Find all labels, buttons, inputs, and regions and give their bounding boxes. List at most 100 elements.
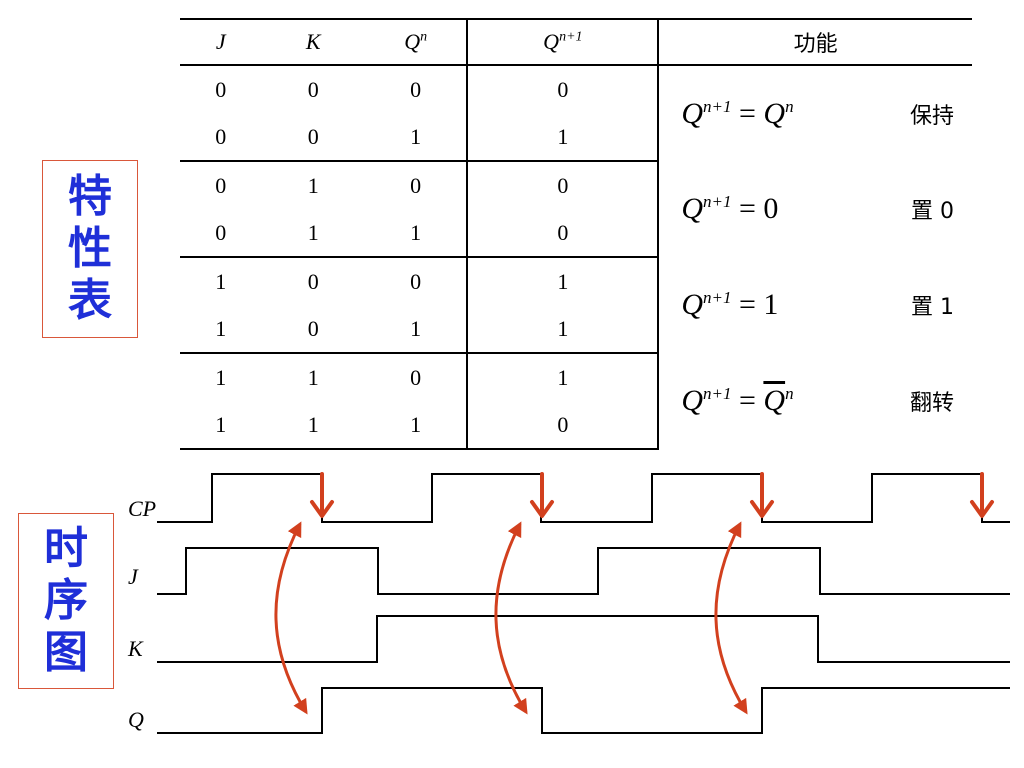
eq-lhs-sup: n+1 (703, 384, 732, 403)
function-name: 保持 (909, 103, 954, 129)
eq-op: = (738, 192, 756, 225)
signal-label-cp: CP (128, 496, 156, 521)
cell-j: 0 (215, 172, 227, 198)
cell-j: 0 (180, 113, 262, 162)
eq-op: = (738, 96, 756, 130)
eq-rhs-sup: n (785, 384, 794, 403)
cell-q: 1 (364, 401, 469, 450)
cell-j: 1 (215, 268, 227, 294)
function-cell: Qn+1 = 1 置 1 (658, 257, 972, 353)
cell-q: 0 (364, 257, 469, 305)
clock-edge-arrow (310, 472, 334, 518)
side-char: 特 (68, 171, 112, 223)
cell-q: 1 (364, 209, 469, 258)
eq-lhs: Q (681, 384, 703, 417)
eq-lhs-sup: n+1 (703, 192, 732, 211)
header-qn-sup: n (420, 29, 428, 45)
function-row: Qn+1 = Qn 翻转 (659, 384, 972, 418)
transition-curve-arrow (274, 521, 308, 715)
transition-curve-arrow (714, 521, 748, 715)
header-qn1: Qn+1 (467, 18, 660, 66)
cell-qn1: 0 (467, 401, 660, 450)
cell-qn1: 1 (467, 305, 660, 354)
function-cell: Qn+1 = Qn 保持 (658, 65, 972, 161)
cell-j: 1 (180, 401, 262, 450)
clock-edge-arrow (970, 472, 994, 518)
eq-lhs: Q (681, 192, 703, 225)
function-name: 置 0 (911, 199, 954, 224)
eq-rhs: 0 (763, 192, 779, 225)
eq-lhs: Q (681, 96, 703, 130)
cell-k: 1 (261, 209, 365, 258)
cell-k: 0 (261, 113, 365, 162)
clock-edge-arrow (530, 472, 554, 518)
waveform-q (157, 687, 1010, 734)
table-header-row: J K Qn Qn+1 功能 (180, 18, 972, 66)
side-char: 表 (68, 274, 112, 326)
eq-rhs: Q (763, 384, 786, 417)
cell-qn1: 1 (467, 257, 660, 305)
function-equation: Qn+1 = Qn (681, 384, 793, 418)
eq-rhs: Q (763, 96, 786, 130)
waveform-cp (157, 473, 1010, 523)
cell-j: 1 (215, 364, 227, 390)
signal-label-j: J (128, 564, 139, 589)
clock-edge-arrow (750, 472, 774, 518)
side-char: 时 (44, 523, 88, 575)
eq-lhs-sup: n+1 (703, 288, 732, 307)
cell-q: 0 (364, 353, 469, 401)
function-equation: Qn+1 = 0 (681, 192, 778, 226)
function-cell: Qn+1 = Qn 翻转 (658, 353, 972, 449)
cell-q: 0 (364, 161, 469, 209)
side-char: 图 (44, 626, 88, 678)
cell-j: 0 (215, 76, 227, 102)
header-qn1-base: Q (543, 29, 560, 54)
function-row: Qn+1 = 1 置 1 (659, 288, 972, 322)
cell-k: 0 (307, 76, 319, 102)
header-qn: Qn (364, 18, 469, 66)
waveform-k (157, 615, 1010, 663)
eq-op: = (738, 384, 756, 417)
cell-qn1: 0 (467, 65, 660, 113)
function-cell: Qn+1 = 0 置 0 (658, 161, 972, 257)
header-qn1-sup: n+1 (559, 29, 583, 45)
header-k: K (261, 18, 365, 66)
function-row: Qn+1 = 0 置 0 (659, 192, 972, 226)
eq-rhs: 1 (763, 288, 779, 321)
cell-qn1: 1 (467, 353, 660, 401)
cell-j: 0 (180, 209, 262, 258)
cell-qn1: 1 (467, 113, 660, 162)
side-char: 性 (68, 223, 112, 275)
function-equation: Qn+1 = Qn (681, 97, 793, 131)
function-name: 置 1 (911, 295, 954, 320)
signal-label-k: K (127, 636, 144, 661)
timing-diagram-label: 时 序 图 (18, 513, 114, 689)
eq-lhs-sup: n+1 (703, 96, 732, 116)
cell-q: 1 (364, 113, 469, 162)
signal-label-q: Q (128, 707, 144, 732)
eq-rhs-sup: n (785, 96, 794, 116)
cell-k: 0 (261, 305, 365, 354)
function-equation: Qn+1 = 1 (681, 288, 778, 322)
eq-lhs: Q (681, 288, 703, 321)
function-name: 翻转 (909, 391, 954, 416)
transition-curve-arrow (494, 521, 528, 715)
function-row: Qn+1 = Qn 保持 (659, 97, 972, 131)
header-j: J (180, 18, 262, 66)
eq-op: = (738, 288, 756, 321)
cell-qn1: 0 (467, 161, 660, 209)
characteristic-table-label: 特 性 表 (42, 160, 138, 338)
cell-k: 1 (307, 364, 319, 390)
cell-j: 1 (180, 305, 262, 354)
header-function: 功能 (658, 18, 972, 66)
side-char: 序 (44, 575, 88, 627)
